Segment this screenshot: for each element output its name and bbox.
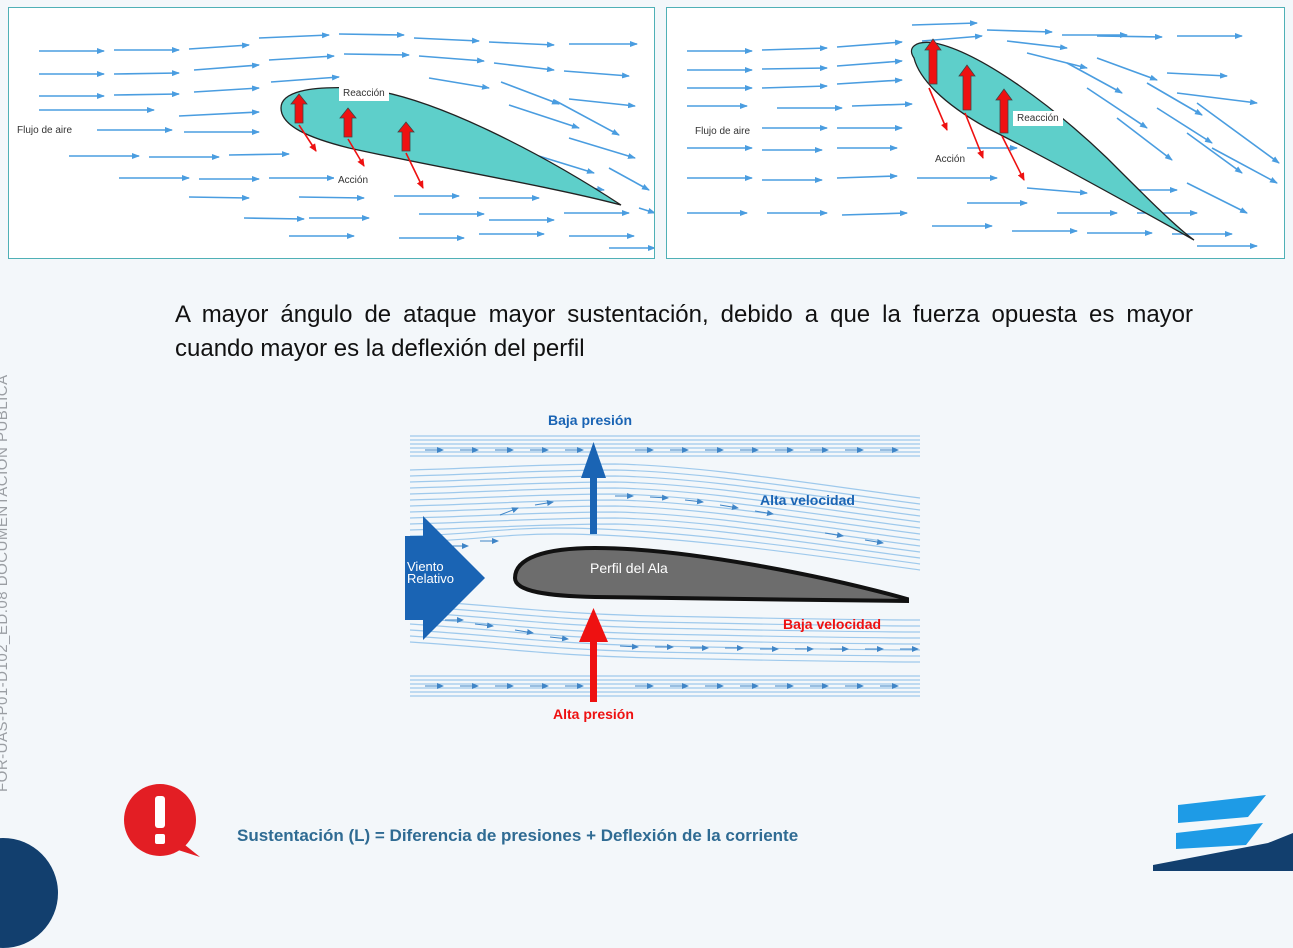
wing-profile-label: Perfil del Ala bbox=[590, 560, 668, 576]
action-label-right: Acción bbox=[935, 154, 966, 165]
relative-wind-arrow bbox=[405, 516, 485, 640]
flow-label-left: Flujo de aire bbox=[17, 125, 73, 136]
airflow-svg-left bbox=[39, 31, 654, 251]
main-explanation-text: A mayor ángulo de ataque mayor sustentac… bbox=[175, 301, 1193, 362]
document-code-sidebar: FOR-UAS-P01-D102_ED.08 DOCUMENTACIÓN PÚB… bbox=[0, 374, 11, 792]
airfoil-right bbox=[910, 41, 1195, 241]
relative-wind-label: Viento Relativo bbox=[407, 559, 454, 586]
exclamation-speech-bubble-icon bbox=[124, 784, 200, 857]
action-arrows-left bbox=[298, 124, 424, 189]
flow-label-right: Flujo de aire bbox=[695, 126, 751, 137]
airfoil-left bbox=[280, 86, 622, 206]
wing-profile-shape bbox=[512, 545, 909, 604]
high-velocity-label: Alta velocidad bbox=[760, 492, 855, 508]
pressure-diagram-svg bbox=[405, 435, 921, 702]
reaction-label-left: Reacción bbox=[339, 86, 389, 101]
lift-arrows-right bbox=[924, 38, 1013, 134]
lift-arrows-left bbox=[290, 93, 415, 152]
reaction-label-right: Reacción bbox=[1013, 111, 1063, 126]
streamlines-lower bbox=[409, 599, 921, 697]
action-label-left: Acción bbox=[334, 173, 373, 188]
corner-decoration bbox=[0, 838, 58, 948]
brand-logo-icon bbox=[1153, 795, 1293, 871]
lift-formula-text: Sustentación (L) = Diferencia de presion… bbox=[237, 826, 799, 845]
streamlines-upper bbox=[409, 435, 921, 571]
airflow-svg-right bbox=[687, 20, 1280, 249]
airflow-diagram-low-angle: Flujo de aire Reacción Acción bbox=[8, 7, 655, 259]
high-pressure-label: Alta presión bbox=[553, 706, 634, 722]
high-pressure-arrow bbox=[579, 608, 608, 702]
airflow-diagram-high-angle: Flujo de aire Reacción Acción bbox=[666, 7, 1285, 259]
pressure-diagram: Baja presión Alta velocidad Perfil del A… bbox=[405, 408, 925, 730]
action-arrows-right bbox=[928, 87, 1025, 181]
flow-arrows bbox=[687, 20, 1280, 249]
low-velocity-label: Baja velocidad bbox=[783, 616, 882, 632]
low-pressure-arrow bbox=[581, 442, 606, 534]
low-pressure-label: Baja presión bbox=[548, 412, 633, 428]
flow-direction-arrows bbox=[425, 447, 919, 689]
